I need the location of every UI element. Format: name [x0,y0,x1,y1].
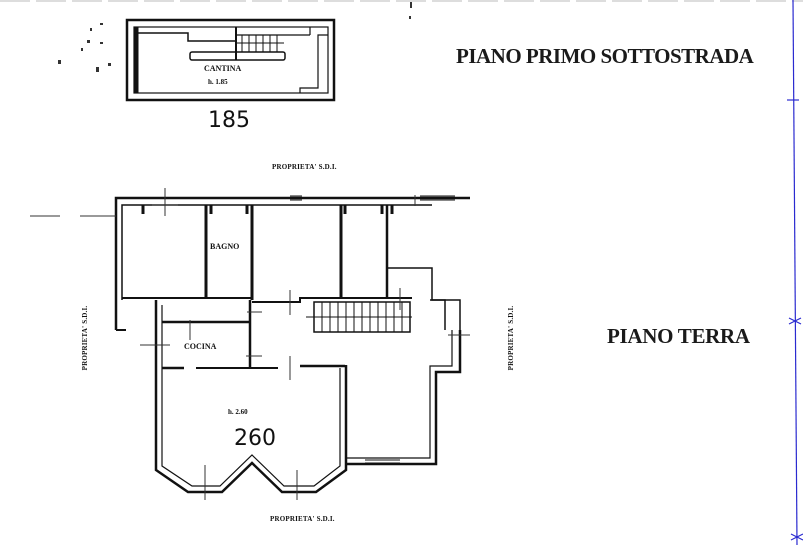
boundary-label-top: PROPRIETA' S.D.I. [272,163,337,171]
cantina-height-label: h. 1.85 [208,78,228,86]
cantina-plan [125,18,336,102]
margin-line [787,0,803,545]
boundary-label-bottom: PROPRIETA' S.D.I. [270,515,335,523]
ground-handwritten-height: 260 [234,426,276,451]
ground-level-title: PIANO TERRA [607,324,750,348]
cocina-label: COCINA [184,342,217,351]
ground-height-label: h. 2.60 [228,408,248,416]
reference-marks [30,188,470,500]
bagno-label: BAGNO [210,242,240,251]
boundary-label-right: PROPRIETA' S.D.I. [507,305,515,371]
basement-level-title: PIANO PRIMO SOTTOSTRADA [456,44,754,68]
ground-floor-plan [114,195,470,494]
scan-noise [58,2,412,72]
cantina-label: CANTINA [204,64,242,73]
boundary-label-left: PROPRIETA' S.D.I. [81,305,89,371]
cantina-handwritten-height: 185 [208,108,250,133]
